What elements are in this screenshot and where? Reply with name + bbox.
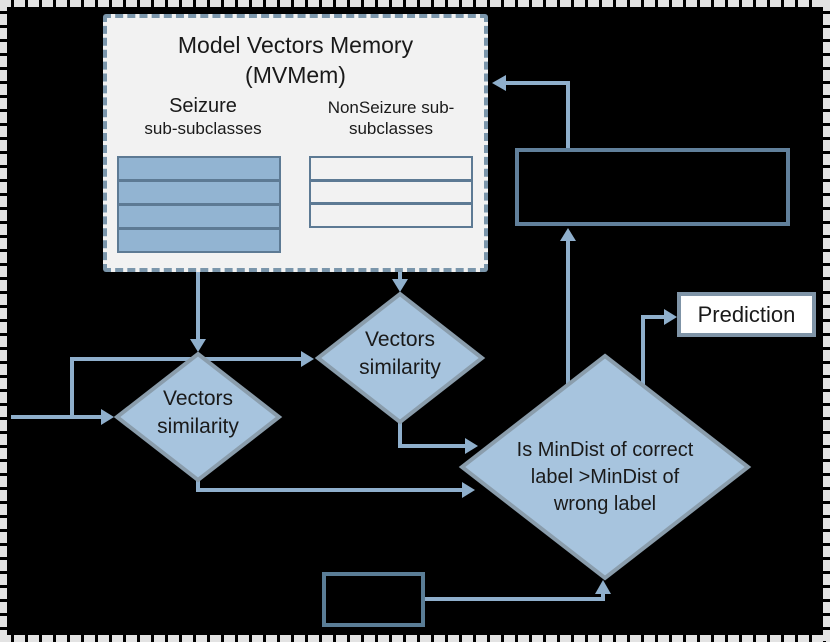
arrowhead-right-icon	[301, 351, 314, 367]
seizure-sublabel: sub-subclasses	[144, 119, 262, 138]
arrow-middle-diamond-to-decision	[398, 420, 466, 448]
frame-border-bottom	[0, 635, 830, 642]
decision-diamond	[458, 353, 752, 581]
arrow-decision-to-prediction	[641, 315, 665, 387]
frame-border-left	[0, 0, 7, 642]
nonseizure-vector-stack	[309, 156, 473, 228]
arrowhead-left-icon	[492, 75, 506, 91]
arrowhead-right-icon	[465, 438, 478, 454]
arrow-left-diamond-to-decision	[196, 478, 463, 492]
update-box	[515, 148, 790, 226]
left-similarity-diamond	[113, 351, 283, 483]
mvmem-title: Model Vectors Memory (MVMem)	[177, 32, 414, 89]
nonseizure-sublabel: subclasses	[348, 119, 434, 139]
seizure-column-label: Seizure sub-subclasses	[117, 94, 289, 139]
prediction-box: Prediction	[677, 292, 816, 337]
model-vector-row	[311, 181, 471, 206]
model-vector-row	[119, 182, 279, 206]
middle-similarity-diamond	[314, 291, 486, 425]
arrow-update-box-to-mvmem	[505, 81, 570, 148]
model-vector-row	[311, 205, 471, 227]
arrow-bottom-box-to-decision	[423, 593, 605, 601]
decision-label: Is MinDist of correct label >MinDist of …	[516, 439, 694, 515]
arrowhead-up-icon	[560, 228, 576, 241]
bottom-input-box	[322, 572, 425, 627]
arrowhead-right-icon	[664, 309, 677, 325]
model-vector-row	[119, 230, 279, 251]
frame-border-right	[823, 0, 830, 642]
nonseizure-label: NonSeizure sub-	[327, 98, 455, 117]
nonseizure-column-label: NonSeizure sub- subclasses	[305, 98, 477, 140]
seizure-vector-stack	[117, 156, 281, 253]
frame-border-top	[0, 0, 830, 7]
arrowhead-right-icon	[462, 482, 475, 498]
arrowhead-down-icon	[392, 279, 408, 292]
model-vector-row	[311, 158, 471, 182]
model-vector-row	[119, 206, 279, 230]
arrowhead-right-icon	[101, 409, 114, 425]
seizure-label: Seizure	[169, 95, 237, 117]
left-similarity-label: Vectors similarity	[157, 387, 239, 439]
arrowhead-down-icon	[190, 339, 206, 352]
middle-similarity-label: Vectors similarity	[359, 328, 441, 380]
arrowhead-up-icon	[595, 580, 611, 594]
model-vector-row	[119, 158, 279, 182]
mvmem-box: Model Vectors Memory (MVMem) Seizure sub…	[103, 14, 488, 272]
prediction-label: Prediction	[697, 301, 796, 327]
arrow-input-to-middle-diamond	[70, 357, 302, 419]
